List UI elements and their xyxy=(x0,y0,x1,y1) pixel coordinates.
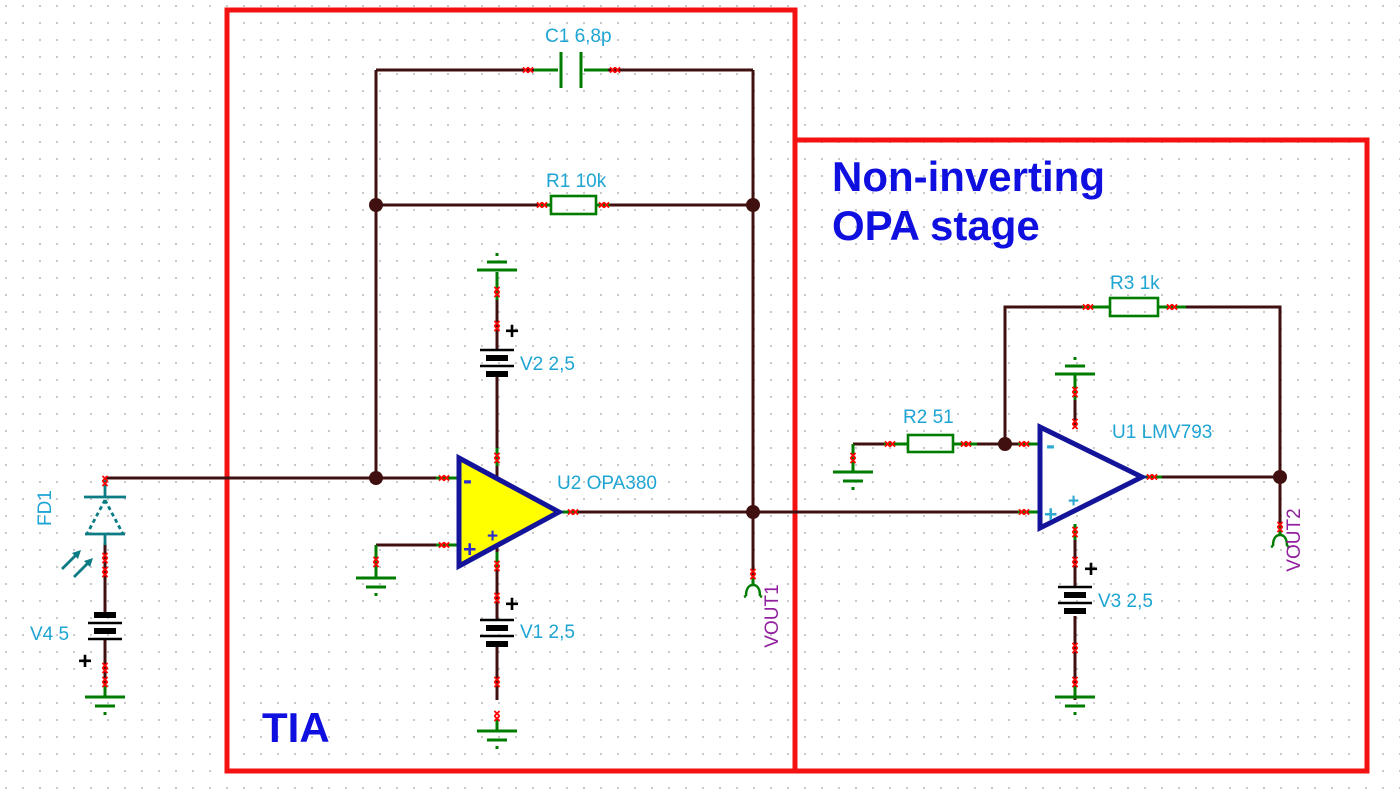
u2-supply-plus-mark: + xyxy=(487,526,498,547)
vout1-label[interactable]: VOUT1 xyxy=(762,584,783,647)
opamp-u1[interactable]: - + + U1 LMV793 xyxy=(1037,422,1212,533)
battery-v1[interactable]: + V1 2,5 xyxy=(478,591,575,649)
r2-label[interactable]: R2 51 xyxy=(903,407,954,428)
non-inverting-region-title-line1[interactable]: Non-inverting xyxy=(832,153,1105,200)
resistor-r2[interactable]: R2 51 xyxy=(903,407,955,454)
photodiode-fd1[interactable]: FD1 xyxy=(35,478,126,578)
r1-label[interactable]: R1 10k xyxy=(546,171,607,192)
u2-label[interactable]: U2 OPA380 xyxy=(557,473,657,494)
non-inverting-region-box[interactable] xyxy=(792,137,1370,774)
non-inverting-region-title-line2[interactable]: OPA stage xyxy=(832,202,1040,249)
vout2-label[interactable]: VOUT2 xyxy=(1284,508,1305,571)
v1-plus-sign: + xyxy=(505,591,519,618)
opamp-u2[interactable]: - + + U2 OPA380 xyxy=(456,453,657,571)
v4-plus-sign: + xyxy=(78,648,92,675)
u1-noninverting-input-mark: + xyxy=(1044,501,1057,527)
u1-label[interactable]: U1 LMV793 xyxy=(1112,422,1212,443)
battery-v4[interactable]: + V4 5 xyxy=(30,610,124,675)
capacitor-c1[interactable]: C1 6,8p xyxy=(545,26,612,88)
v4-label[interactable]: V4 5 xyxy=(30,624,69,645)
output-pin-vout1[interactable]: VOUT1 xyxy=(742,583,783,648)
c1-label[interactable]: C1 6,8p xyxy=(545,26,612,47)
light-arrow-icon xyxy=(84,558,93,567)
output-pin-vout2[interactable]: VOUT2 xyxy=(1269,508,1305,572)
v3-label[interactable]: V3 2,5 xyxy=(1098,591,1153,612)
tia-region-title[interactable]: TIA xyxy=(262,704,330,751)
battery-v3[interactable]: + V3 2,5 xyxy=(1056,556,1153,616)
light-arrow-icon xyxy=(72,550,81,559)
resistor-r1[interactable]: R1 10k xyxy=(546,171,607,216)
fd1-label[interactable]: FD1 xyxy=(35,490,56,526)
r3-label[interactable]: R3 1k xyxy=(1110,273,1160,294)
u1-supply-plus-mark: + xyxy=(1068,491,1079,512)
junction-dots xyxy=(369,198,1287,519)
v2-plus-sign: + xyxy=(505,318,519,345)
v2-label[interactable]: V2 2,5 xyxy=(520,354,575,375)
u2-inverting-input-mark: - xyxy=(463,465,472,495)
u1-inverting-input-mark: - xyxy=(1046,430,1055,460)
battery-v2[interactable]: + V2 2,5 xyxy=(478,318,575,379)
resistor-r3[interactable]: R3 1k xyxy=(1108,273,1160,318)
u2-noninverting-input-mark: + xyxy=(463,536,476,562)
v3-plus-sign: + xyxy=(1084,556,1098,583)
v1-label[interactable]: V1 2,5 xyxy=(520,622,575,643)
